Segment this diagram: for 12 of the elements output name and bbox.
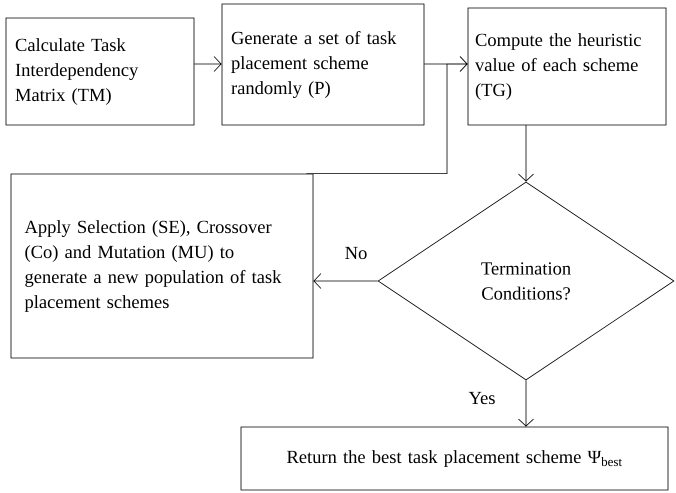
process-box: Compute the heuristic value of each scheme (TG) <box>468 8 666 126</box>
edge-label: Yes <box>468 390 496 406</box>
arrow <box>306 56 468 174</box>
edge-label: No <box>344 246 368 260</box>
process-box: Generate a set of task placement scheme randomly (P) <box>222 4 424 126</box>
arrow <box>313 273 378 289</box>
process-box: Calculate Task Interdependency Matrix (TM) <box>6 18 194 126</box>
arrow <box>194 56 222 72</box>
arrow <box>518 125 534 182</box>
process-box: Apply Selection (SE), Crossover (Co) and Mutation (MU) to generate a new population of task placement schemes <box>10 174 314 358</box>
process-box: Return the best task placement scheme Ψ$_{best}$ <box>240 426 668 490</box>
arrow <box>518 380 534 427</box>
